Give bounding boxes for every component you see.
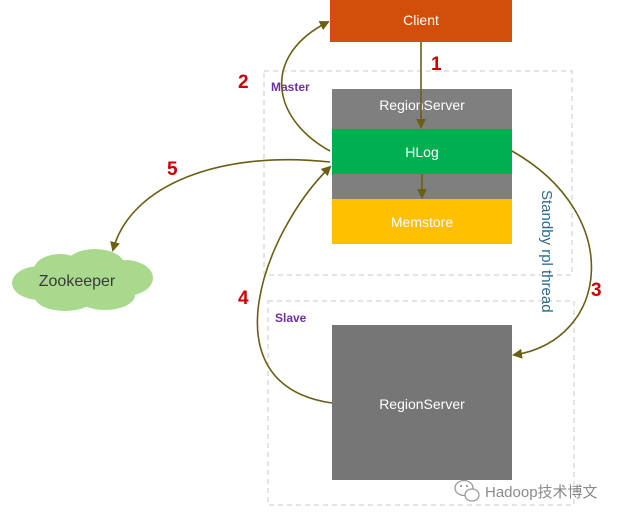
slave-label: Slave (275, 311, 307, 325)
watermark-text: Hadoop技术博文 (485, 484, 598, 501)
client-box (330, 0, 512, 42)
step-1: 1 (431, 54, 442, 75)
master-label: Master (271, 80, 310, 94)
master-container (263, 70, 573, 276)
zookeeper-label: Zookeeper (39, 273, 116, 290)
zookeeper-cloud (12, 249, 153, 311)
client-label: Client (403, 12, 439, 28)
standby-thread-label: Standby rpl thread (538, 190, 555, 313)
step-2: 2 (238, 72, 249, 93)
arrow-2 (280, 21, 331, 152)
slave-region-server-box (332, 325, 512, 480)
slave-container (267, 300, 575, 506)
hlog-box (332, 129, 512, 174)
wechat-icon (454, 479, 480, 502)
memstore-box (332, 199, 512, 244)
master-region-server-label: RegionServer (379, 97, 465, 113)
step-3: 3 (591, 280, 602, 301)
arrow-5 (110, 158, 331, 252)
slave-region-server-label: RegionServer (379, 396, 465, 412)
hlog-label: HLog (405, 144, 438, 160)
arrow-3 (511, 150, 593, 359)
memstore-label: Memstore (391, 214, 453, 230)
arrow-4 (256, 165, 333, 404)
step-4: 4 (238, 288, 249, 309)
step-5: 5 (167, 159, 178, 180)
